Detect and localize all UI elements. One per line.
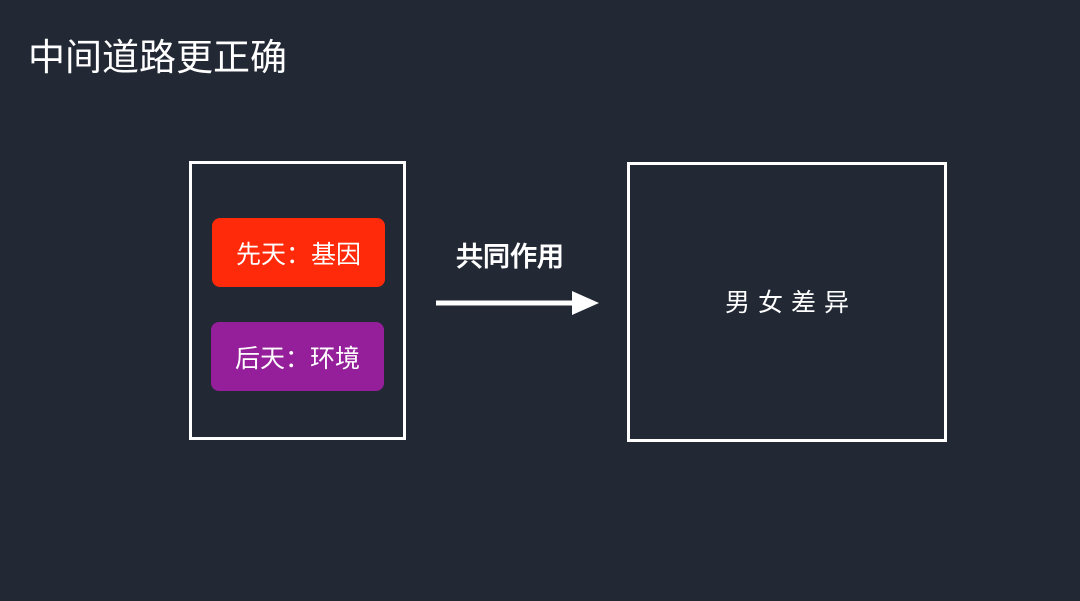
arrow-right-icon [436,291,599,315]
arrow-head [572,291,599,315]
slide-title: 中间道路更正确 [28,36,287,79]
node-result-label: 男女差异 [724,287,857,317]
node-environment: 后天：环境 [211,322,384,391]
node-gene: 先天：基因 [212,218,385,287]
node-result: 男女差异 [627,162,947,442]
factors-group-box [189,161,406,440]
node-environment-label: 后天：环境 [234,343,360,373]
node-gene-label: 先天：基因 [235,239,361,269]
edge-label: 共同作用 [456,242,564,273]
